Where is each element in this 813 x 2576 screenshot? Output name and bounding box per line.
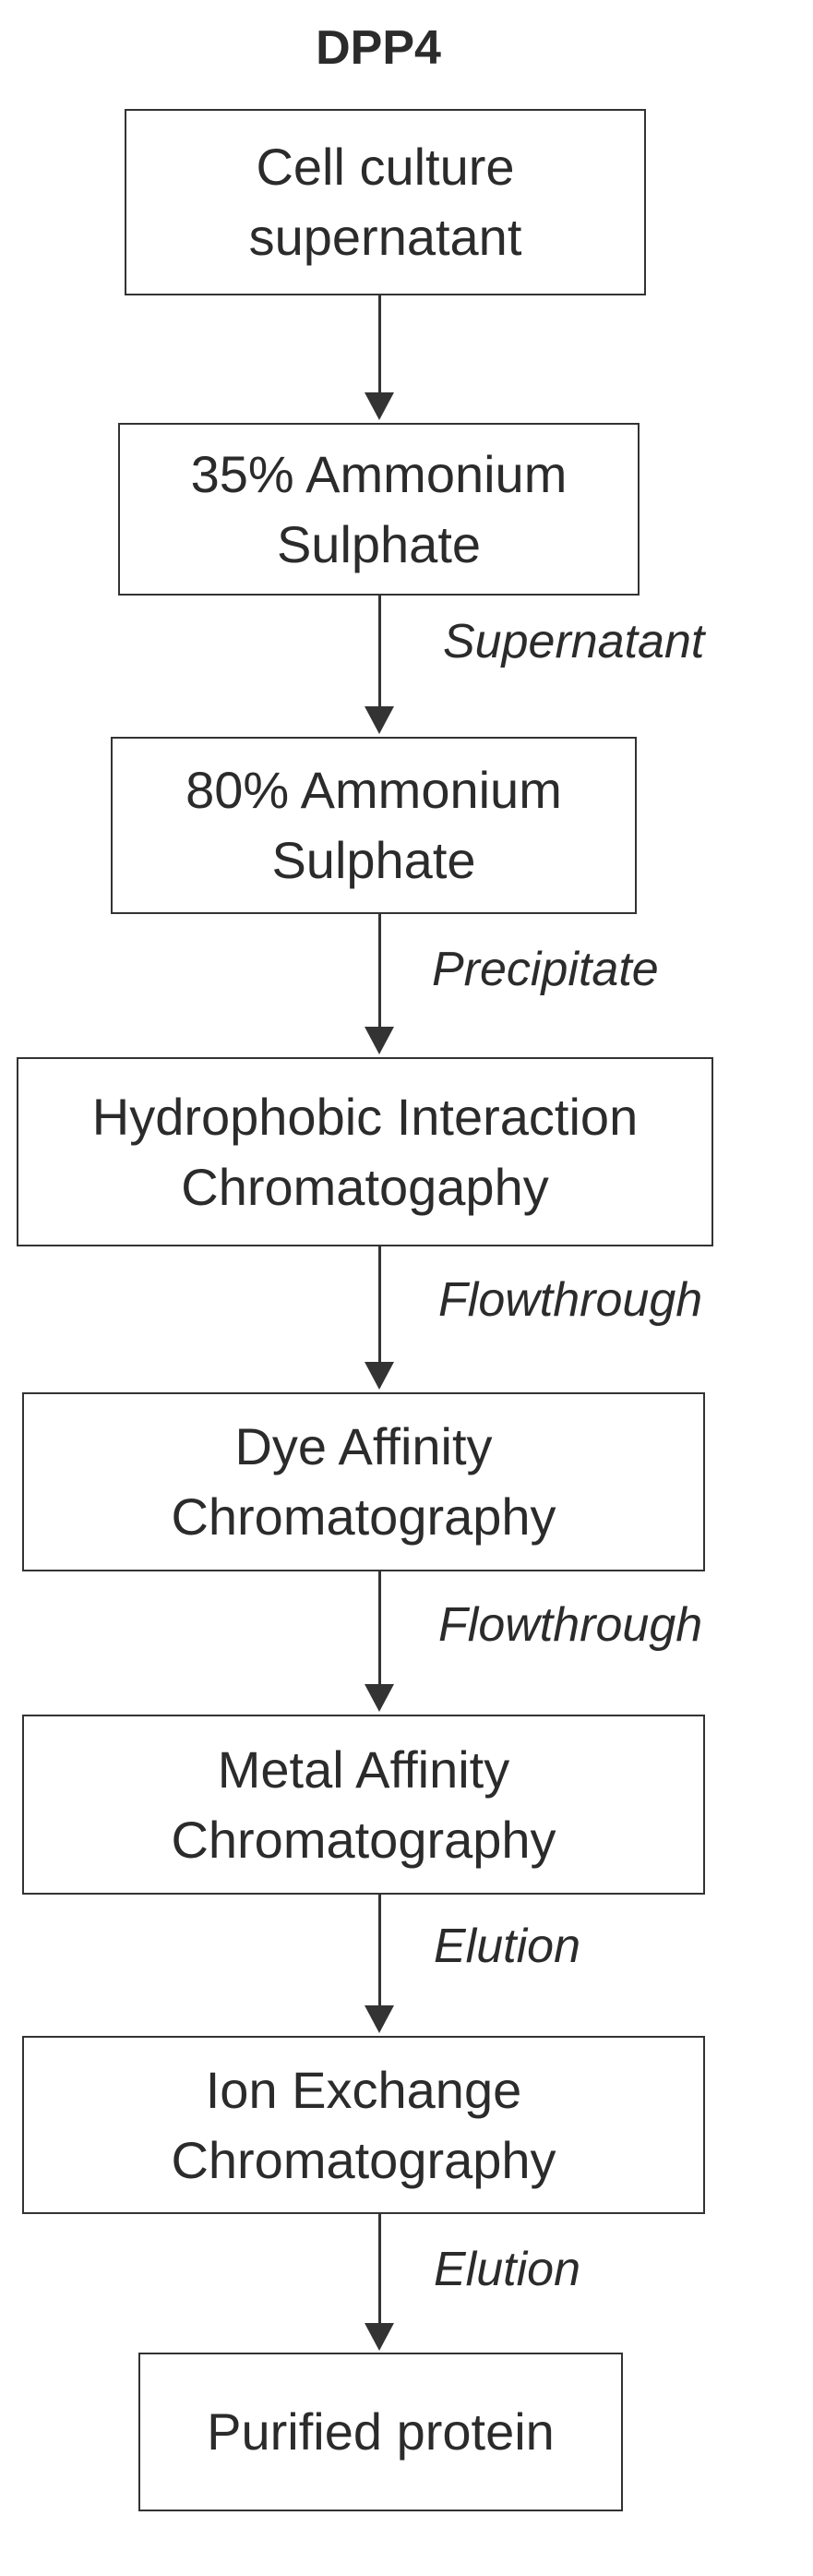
step-label-line1: Hydrophobic Interaction [91, 1087, 639, 1146]
arrowhead [365, 392, 394, 420]
arrow-shaft [378, 2214, 381, 2323]
arrow-label-elution-1: Elution [434, 1920, 580, 1973]
arrow-shaft [378, 1571, 381, 1684]
step-label-line2: supernatant [248, 208, 522, 266]
arrowhead [365, 706, 394, 734]
step-label-line1: 80% Ammonium [185, 761, 562, 819]
step-label-line1: Metal Affinity [217, 1739, 510, 1799]
arrowhead [365, 2005, 394, 2033]
arrowhead [365, 1362, 394, 1390]
step-label-line2: Sulphate [271, 831, 476, 889]
step-box-ion-exchange: Ion Exchange Chromatography [22, 2036, 705, 2214]
step-box-purified-protein: Purified protein [138, 2353, 623, 2511]
step-box-metal-affinity: Metal Affinity Chromatography [22, 1715, 705, 1895]
step-label-line1: Cell culture [256, 138, 515, 196]
arrowhead [365, 1027, 394, 1054]
arrow-shaft [378, 1246, 381, 1362]
diagram-title: DPP4 [316, 21, 441, 75]
arrow-label-flowthrough-2: Flowthrough [438, 1598, 703, 1652]
arrow-label-flowthrough-1: Flowthrough [438, 1273, 703, 1327]
arrow-shaft [378, 914, 381, 1027]
arrow-shaft [378, 295, 381, 392]
step-label-line2: Chromatogaphy [181, 1157, 549, 1216]
arrow-shaft [378, 596, 381, 706]
step-label-line2: Chromatography [171, 1487, 556, 1546]
arrowhead [365, 1684, 394, 1712]
step-label-line2: Chromatography [171, 2130, 556, 2189]
step-box-80-ammonium: 80% Ammonium Sulphate [111, 737, 637, 914]
step-label-line2: Sulphate [276, 514, 482, 573]
arrow-label-supernatant: Supernatant [443, 615, 705, 668]
arrow-label-elution-2: Elution [434, 2243, 580, 2296]
arrow-shaft [378, 1895, 381, 2005]
step-label-line1: Ion Exchange [205, 2060, 522, 2119]
step-label-line1: 35% Ammonium [190, 444, 568, 503]
arrow-label-precipitate: Precipitate [432, 943, 659, 996]
step-box-35-ammonium: 35% Ammonium Sulphate [118, 423, 640, 596]
step-box-hydrophobic-interaction: Hydrophobic Interaction Chromatogaphy [17, 1057, 713, 1246]
step-label-line1: Purified protein [207, 2402, 555, 2461]
step-label-line2: Chromatography [171, 1810, 556, 1869]
step-box-dye-affinity: Dye Affinity Chromatography [22, 1392, 705, 1571]
step-box-cell-culture: Cell culture supernatant [125, 109, 646, 295]
step-label-line1: Dye Affinity [234, 1417, 493, 1475]
arrowhead [365, 2323, 394, 2351]
